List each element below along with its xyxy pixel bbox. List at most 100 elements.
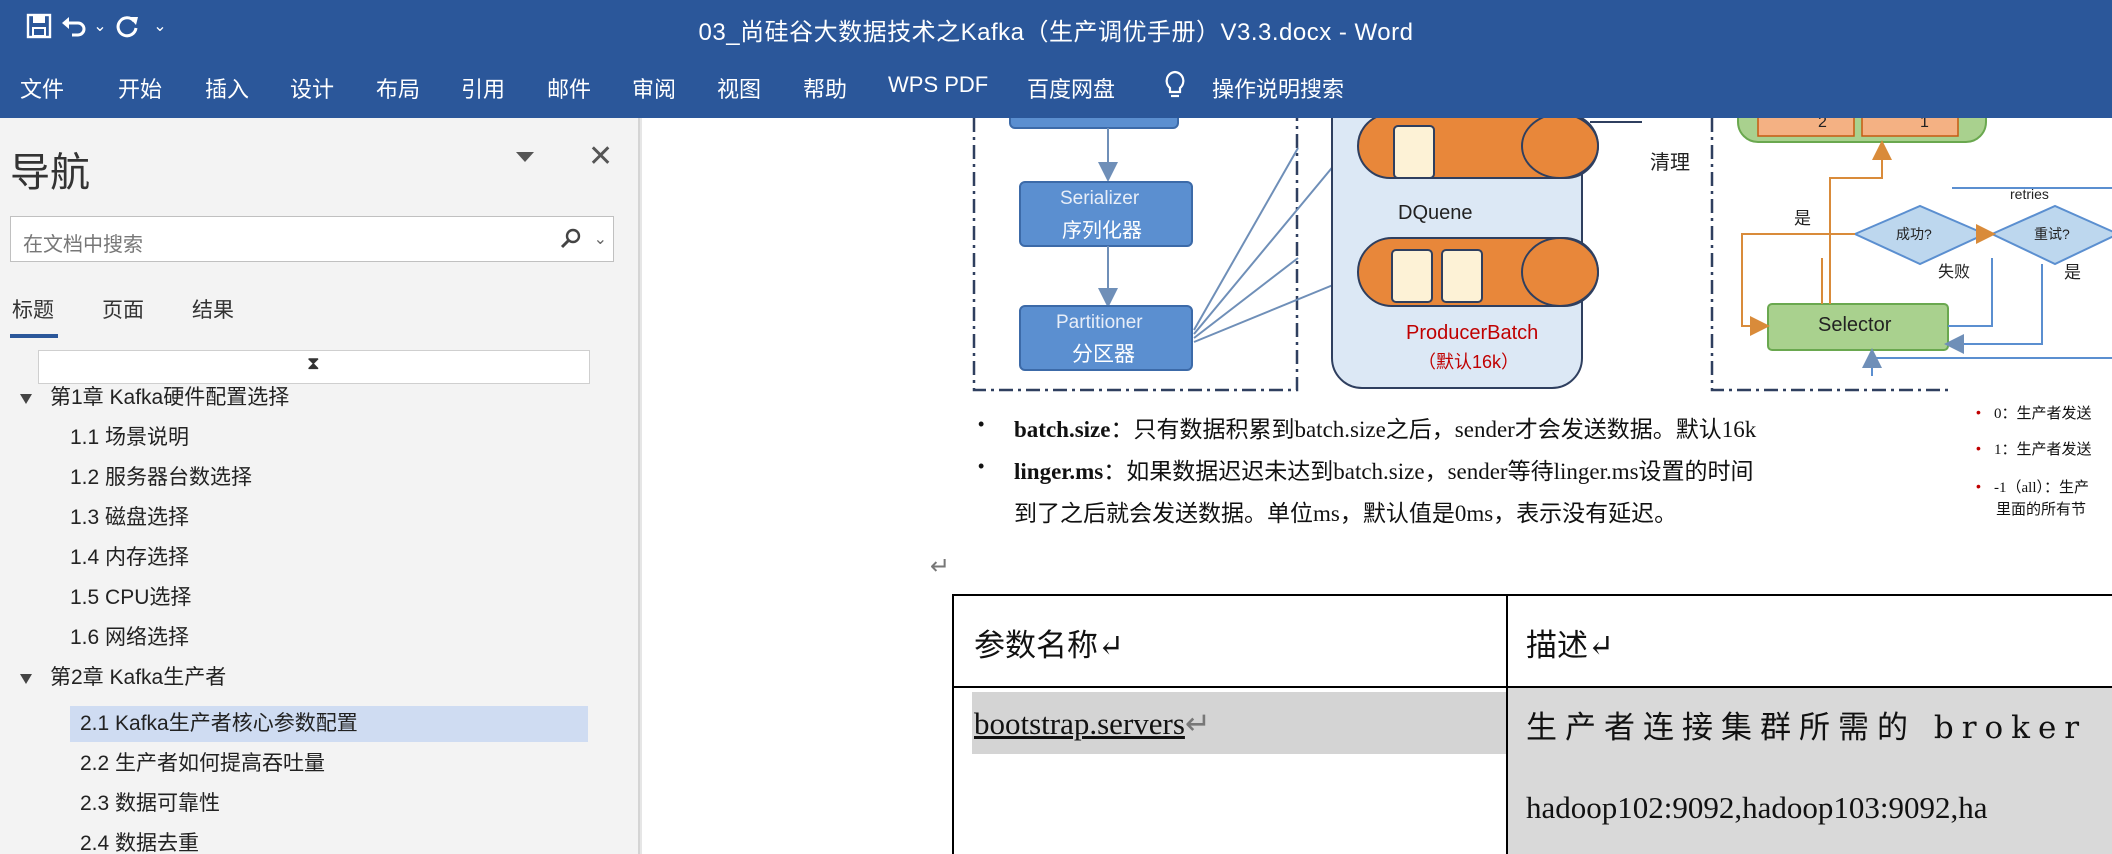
header-param-name: 参数名称↵: [974, 628, 1124, 664]
queue-number: 1: [1920, 118, 1929, 131]
tab-home[interactable]: 开始: [118, 77, 163, 102]
partitioner-label-en: Partitioner: [1056, 312, 1143, 333]
description-cell[interactable]: [1508, 688, 2112, 854]
queue-number: 2: [1818, 118, 1827, 131]
desc-line-2: hadoop102:9092,hadoop103:9092,ha: [1526, 790, 1988, 825]
navigation-pane: 导航 ✕ 在文档中搜索 ⌄ 标题 页面 结果 ⧗ 第1章 Kafka硬件配置选择…: [0, 118, 640, 854]
ribbon-tabs: 文件 开始 插入 设计 布局 引用 邮件 审阅 视图 帮助 WPS PDF 百度…: [0, 52, 2112, 118]
expand-triangle-icon[interactable]: [20, 394, 32, 404]
heading-item-selected[interactable]: 2.1 Kafka生产者核心参数配置: [70, 706, 588, 742]
heading-item[interactable]: 第1章 Kafka硬件配置选择: [0, 380, 600, 416]
heading-item[interactable]: 1.6 网络选择: [70, 626, 190, 649]
batch-size-paragraph: batch.size：只有数据积累到batch.size之后，sender才会发…: [1014, 417, 1757, 442]
param-cell-selection[interactable]: [972, 692, 1506, 754]
fail-label: 失败: [1938, 264, 1971, 281]
acks-all-note: -1（all）：生产: [1994, 480, 2089, 496]
undo-dropdown-icon[interactable]: ⌄: [93, 18, 107, 35]
tab-layout[interactable]: 布局: [376, 77, 421, 102]
document-area: Serializer 序列化器 Partitioner 分区器 DQuene P…: [642, 118, 2112, 854]
batch-slot: [1391, 249, 1433, 303]
acks-all-note-cont: 里面的所有节: [1996, 502, 2087, 518]
tab-mailings[interactable]: 邮件: [547, 77, 592, 102]
tab-review[interactable]: 审阅: [632, 77, 677, 102]
chevron-down-icon[interactable]: ⌄: [593, 231, 607, 248]
document-page[interactable]: Serializer 序列化器 Partitioner 分区器 DQuene P…: [642, 118, 2112, 854]
cleanup-label: 清理: [1650, 152, 1690, 174]
param-bootstrap-servers[interactable]: bootstrap.servers↵: [974, 706, 1211, 741]
tab-insert[interactable]: 插入: [205, 77, 250, 102]
search-input[interactable]: 在文档中搜索 ⌄: [10, 216, 614, 262]
heading-item[interactable]: 1.2 服务器台数选择: [70, 466, 253, 489]
acks-0-note: 0：生产者发送: [1994, 406, 2092, 422]
heading-item[interactable]: 2.3 数据可靠性: [80, 792, 221, 815]
tab-design[interactable]: 设计: [290, 77, 335, 102]
yes-label: 是: [1794, 209, 1811, 228]
retry-diamond: [1989, 204, 2112, 266]
tab-file[interactable]: 文件: [20, 77, 65, 102]
table-border: [952, 594, 954, 854]
acks-1-note: 1：生产者发送: [1994, 442, 2092, 458]
customize-toolbar-icon[interactable]: ⌄: [153, 18, 167, 35]
yes-label: 是: [2064, 263, 2081, 282]
tell-me-search[interactable]: 操作说明搜索: [1212, 77, 1345, 102]
tab-help[interactable]: 帮助: [803, 77, 848, 102]
bullet-marker: •: [1976, 440, 1981, 456]
save-icon[interactable]: [22, 10, 56, 42]
heading-item[interactable]: 2.4 数据去重: [80, 832, 200, 854]
expand-triangle-icon[interactable]: [20, 674, 32, 684]
document-title: 03_尚硅谷大数据技术之Kafka（生产调优手册）V3.3.docx - Wor…: [698, 19, 1414, 46]
heading-item[interactable]: 1.3 磁盘选择: [70, 506, 190, 529]
table-border: [1506, 594, 1508, 854]
serializer-label-en: Serializer: [1060, 188, 1140, 209]
batch-slot: [1441, 249, 1483, 303]
tab-results[interactable]: 结果: [192, 299, 234, 322]
producer-batch-label: ProducerBatch: [1406, 322, 1539, 344]
redo-icon[interactable]: [110, 10, 144, 42]
tab-baidu-netdisk[interactable]: 百度网盘: [1027, 77, 1116, 102]
search-placeholder: 在文档中搜索: [23, 234, 143, 256]
navigation-title: 导航: [10, 151, 90, 195]
close-icon[interactable]: ✕: [588, 140, 614, 173]
tab-headings[interactable]: 标题: [12, 299, 54, 322]
parameter-table: 参数名称↵ 描述↵ bootstrap.servers↵ 生产者连接集群所需的 …: [952, 594, 2112, 854]
retry-label: 重试?: [2034, 226, 2070, 242]
header-description: 描述↵: [1526, 628, 1614, 664]
success-label: 成功?: [1896, 226, 1932, 242]
request-slot: [1861, 118, 1959, 137]
linger-ms-paragraph-cont: 到了之后就会发送数据。单位ms，默认值是0ms，表示没有延迟。: [1014, 501, 1678, 526]
retries-label: retries: [2010, 186, 2049, 202]
tab-view[interactable]: 视图: [717, 77, 762, 102]
main-thread-panel: [972, 118, 1299, 392]
serializer-label-cn: 序列化器: [1062, 220, 1142, 242]
lightbulb-icon: [1165, 70, 1185, 98]
interceptor-box: [1009, 118, 1179, 129]
heading-item[interactable]: 2.2 生产者如何提高吞吐量: [80, 752, 326, 775]
table-border: [952, 594, 2112, 596]
collapse-icon: ⧗: [307, 353, 320, 373]
paragraph-mark: ↵: [930, 553, 951, 580]
sender-thread-panel: [1710, 118, 1952, 392]
chevron-down-icon[interactable]: [516, 152, 534, 162]
linger-ms-paragraph: linger.ms：如果数据迟迟未达到batch.size，sender等待li…: [1014, 459, 1754, 484]
search-icon[interactable]: [559, 227, 583, 251]
bullet-marker: •: [1976, 478, 1981, 494]
selector-label: Selector: [1818, 314, 1892, 336]
undo-icon[interactable]: [56, 10, 92, 42]
bullet-marker: •: [978, 414, 985, 434]
active-tab-underline: [10, 334, 58, 338]
batch-slot: [1393, 125, 1435, 179]
heading-item[interactable]: 1.1 场景说明: [70, 426, 190, 449]
serializer-box: [1019, 181, 1193, 247]
tab-pages[interactable]: 页面: [102, 299, 144, 322]
dqueue-label: DQuene: [1398, 202, 1473, 224]
desc-line-1: 生产者连接集群所需的 broker: [1526, 710, 2088, 746]
producer-diagram: [972, 118, 2112, 392]
heading-item[interactable]: 第2章 Kafka生产者: [0, 660, 600, 696]
tab-references[interactable]: 引用: [461, 77, 506, 102]
heading-item[interactable]: 1.5 CPU选择: [70, 586, 192, 609]
collapse-all-button[interactable]: ⧗: [38, 350, 590, 384]
batch-default-label: （默认16k）: [1418, 352, 1520, 372]
heading-item[interactable]: 1.4 内存选择: [70, 546, 190, 569]
bullet-marker: •: [1976, 404, 1981, 420]
tab-wps-pdf[interactable]: WPS PDF: [888, 72, 989, 97]
